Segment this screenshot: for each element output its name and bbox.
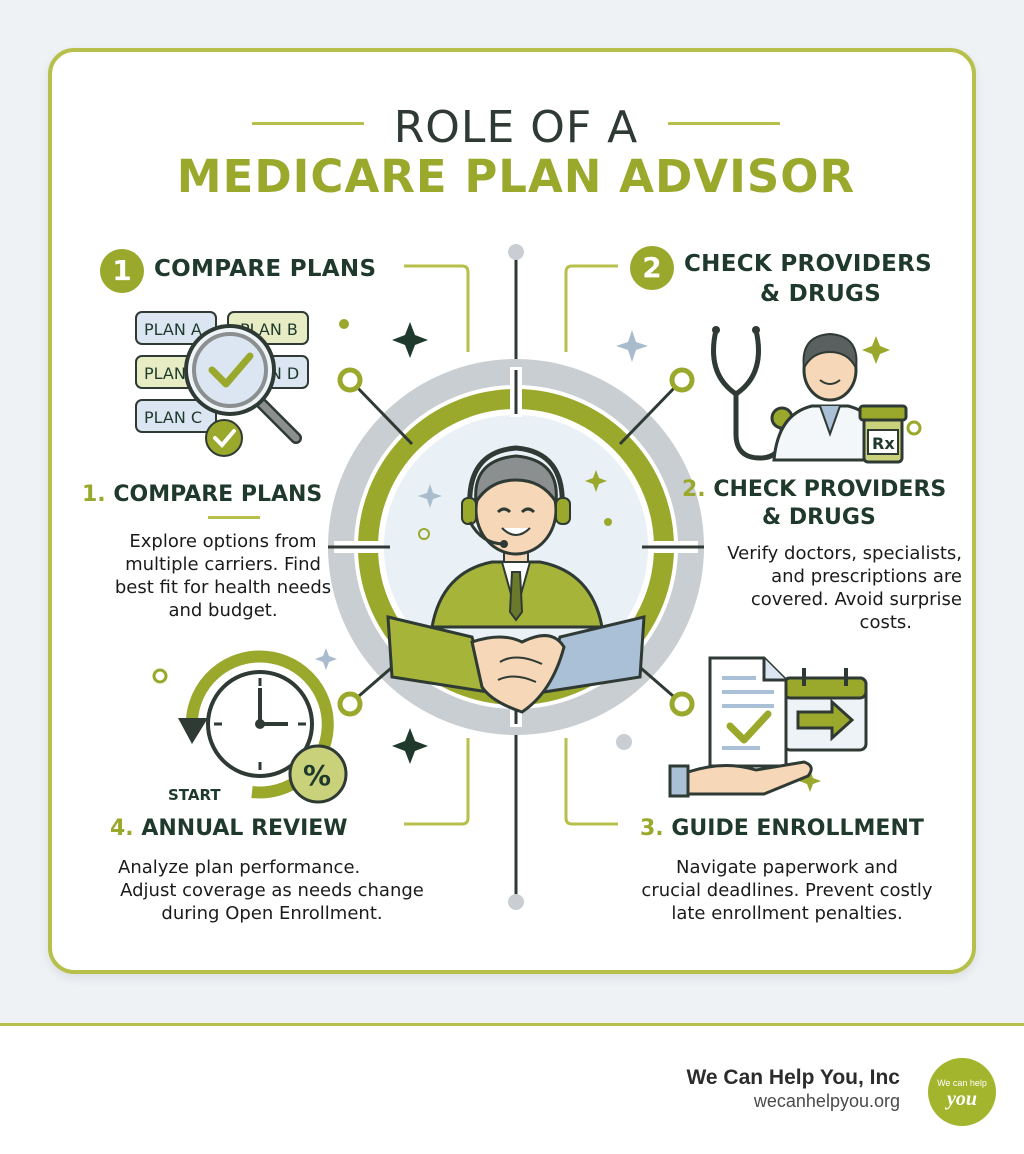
title-line-2: MEDICARE PLAN ADVISOR (176, 150, 856, 203)
advisor-headset-icon (430, 445, 604, 629)
infographic-card: ROLE OF A MEDICARE PLAN ADVISOR (48, 48, 976, 974)
step-1-badge: 1 (100, 249, 144, 293)
step-1-heading: COMPARE PLANS (154, 256, 377, 282)
step-1-body-line-1: Explore options from (129, 531, 317, 552)
clock-start-label: START (168, 786, 221, 804)
rx-label: Rx (872, 434, 895, 453)
axis-dot-bottom (508, 894, 524, 910)
handshake-icon (386, 615, 646, 714)
step-2-body-line-4: costs. (859, 612, 912, 633)
step-4-number: 4. (110, 816, 134, 841)
step-1-body-line-3: best fit for health needs (114, 577, 332, 598)
step-4-body-line-3: during Open Enrollment. (161, 903, 383, 924)
step-2-body-line-2: and prescriptions are (771, 566, 962, 587)
hand-icon (668, 760, 813, 798)
center-graphic (152, 244, 922, 910)
rx-bottle-icon: Rx (858, 404, 908, 464)
step-2-number: 2. (682, 477, 706, 502)
step-2-title-line-1: CHECK PROVIDERS (713, 477, 947, 502)
step-4-title-text: ANNUAL REVIEW (141, 816, 348, 841)
step-4-title: 4. ANNUAL REVIEW (110, 816, 348, 841)
step-2-heading: CHECK PROVIDERS & DRUGS (684, 249, 932, 309)
plan-label-c: PLAN C (144, 408, 202, 427)
step-1-body-line-4: and budget. (168, 600, 278, 621)
step-2-heading-line-2: & DRUGS (760, 281, 882, 307)
sparkle-icon (392, 322, 428, 764)
step-1-underline (208, 516, 260, 519)
step-3-body-line-3: late enrollment penalties. (671, 903, 903, 924)
title-rule-right (668, 122, 780, 125)
document-check-icon (668, 656, 868, 798)
doctor-icon: Rx (711, 326, 908, 464)
footer-company: We Can Help You, Inc (686, 1066, 900, 1089)
step-2-badge: 2 (630, 246, 674, 290)
step-4-body: Analyze plan performance. Adjust coverag… (92, 856, 452, 925)
step-3-title-text: GUIDE ENROLLMENT (671, 816, 924, 841)
step-2-heading-line-1: CHECK PROVIDERS (684, 251, 932, 277)
plan-label-partial: PLAN (144, 364, 186, 383)
step-1-title: 1. COMPARE PLANS (82, 482, 322, 507)
title-line-1: ROLE OF A (393, 102, 639, 153)
footer (0, 1026, 1024, 1154)
step-3-body-line-2: crucial deadlines. Prevent costly (641, 880, 933, 901)
footer-divider (0, 1023, 1024, 1026)
step-4-body-line-1: Analyze plan performance. (118, 857, 361, 878)
step-1-number: 1. (82, 482, 106, 507)
calendar-arrow-icon (782, 668, 868, 752)
percent-icon: % (288, 744, 348, 804)
step-1-title-text: COMPARE PLANS (113, 482, 323, 507)
footer-site-link[interactable]: wecanhelpyou.org (753, 1091, 900, 1111)
step-2-title-line-2: & DRUGS (762, 505, 876, 530)
step-2-body-line-3: covered. Avoid surprise (750, 589, 962, 610)
axis-dot-top (508, 244, 524, 260)
step-1-body-line-2: multiple carriers. Find (125, 554, 321, 575)
step-3-body: Navigate paperwork and crucial deadlines… (622, 856, 952, 925)
brand-logo: We can help you (928, 1058, 996, 1126)
plan-label-a: PLAN A (144, 320, 202, 339)
magnifier-check-icon: PLAN A PLAN B PLAN PLAN D PLAN C (135, 311, 309, 457)
step-4-body-line-2: Adjust coverage as needs change (120, 880, 424, 901)
step-2-body: Verify doctors, specialists, and prescri… (692, 542, 962, 634)
step-1-body: Explore options from multiple carriers. … (78, 530, 368, 622)
step-3-title: 3. GUIDE ENROLLMENT (640, 816, 924, 841)
percent-symbol: % (303, 759, 331, 792)
step-3-number: 3. (640, 816, 664, 841)
clock-arrow-icon: START % (168, 650, 348, 804)
step-2-body-line-1: Verify doctors, specialists, (727, 543, 962, 564)
step-3-body-line-1: Navigate paperwork and (676, 857, 898, 878)
step-2-title: 2. CHECK PROVIDERS & DRUGS (682, 476, 946, 532)
title-rule-left (252, 122, 364, 125)
